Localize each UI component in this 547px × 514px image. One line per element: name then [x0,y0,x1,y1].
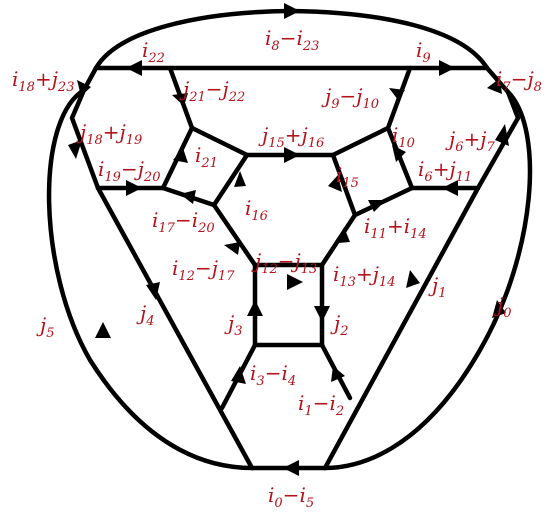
edge-left-outer-arc [46,87,255,471]
label-j18-j19: j18+j19 [76,120,142,148]
label-i8-i23: i8−i23 [265,26,319,54]
label-i19-j20: i19−j20 [98,157,160,185]
arrow-j0 [492,300,506,318]
label-i13-j14: i13+j14 [333,262,395,290]
arrow-i11-i14 [368,200,386,212]
label-i7-j8: i7−j8 [496,67,542,95]
arrow-i18-j23 [77,80,91,96]
arrow-top-bar-left [126,60,142,76]
arrow-j5 [95,322,111,338]
arrow-i0-i5 [283,460,299,476]
edge-right-inner-top [330,125,391,158]
arrow-i1-i2 [331,366,345,382]
label-j5: j5 [36,313,54,341]
label-j1: j1 [428,273,446,301]
edge-right-diagonal [322,185,481,471]
arrow-i21 [173,148,188,163]
label-j21-j22: j21−j22 [179,77,245,105]
label-i0-i5: i0−i5 [268,483,314,511]
label-j4: j4 [136,301,154,329]
arrowheads [68,3,509,476]
arrow-i19-j20 [126,180,142,196]
arrow-i15 [328,175,342,192]
label-j6-j7: j6+j7 [445,127,495,155]
label-j2: j2 [330,311,348,339]
arrow-j1 [406,270,420,288]
label-i17-i20: i17−i20 [152,208,215,236]
arrow-j12-j13 [287,274,303,290]
arrow-top-bar-right [439,60,455,76]
label-i22: i22 [142,38,165,66]
arrow-j21-j22 [172,93,188,106]
arrow-j18-j19 [68,140,82,159]
arrow-i13-j14 [338,227,350,243]
edge-left-inner-top [189,125,250,158]
label-i12-j17: i12−j17 [172,256,235,284]
edge-left-diagonal [95,185,255,471]
arrow-i16 [234,171,246,187]
arrow-i6-j11 [442,180,458,196]
label-i10: i10 [392,123,415,151]
label-i6-j11: i6+j11 [418,157,472,185]
labels: i8−i23 i22 i9 i18+j23 i7−j8 j21−j22 j9−j… [12,26,542,511]
label-i11-i14: i11+i14 [364,214,427,242]
arrow-i17-i20 [180,190,196,204]
label-i16: i16 [245,196,268,224]
label-i21: i21 [195,143,218,171]
label-j9-j10: j9−j10 [321,84,379,112]
arrow-j9-j10 [389,88,405,100]
arrow-i3-i4 [231,366,246,384]
arrow-j3 [247,300,263,316]
label-i15: i15 [336,163,359,191]
arrow-j4 [146,282,160,300]
arrow-j2 [314,306,330,322]
edge-left-upper [69,65,101,191]
arrow-i10 [392,145,406,162]
label-j0: j0 [493,293,511,321]
edge-right-outer-arc [322,89,533,471]
arrow-top-outer [284,3,300,19]
arrow-i7-j8 [487,78,502,94]
arrow-j6-j7 [495,124,509,146]
label-j3: j3 [224,311,242,339]
arrow-j15-j16 [284,147,300,163]
label-i18-j23: i18+j23 [12,67,74,95]
label-i3-i4: i3−i4 [250,361,296,389]
arrow-i12-j17 [224,242,240,255]
label-j12-j13: j12−j13 [251,249,317,277]
label-i9: i9 [416,38,431,66]
label-j15-j16: j15+j16 [258,123,324,151]
label-i1-i2: i1−i2 [298,391,344,419]
